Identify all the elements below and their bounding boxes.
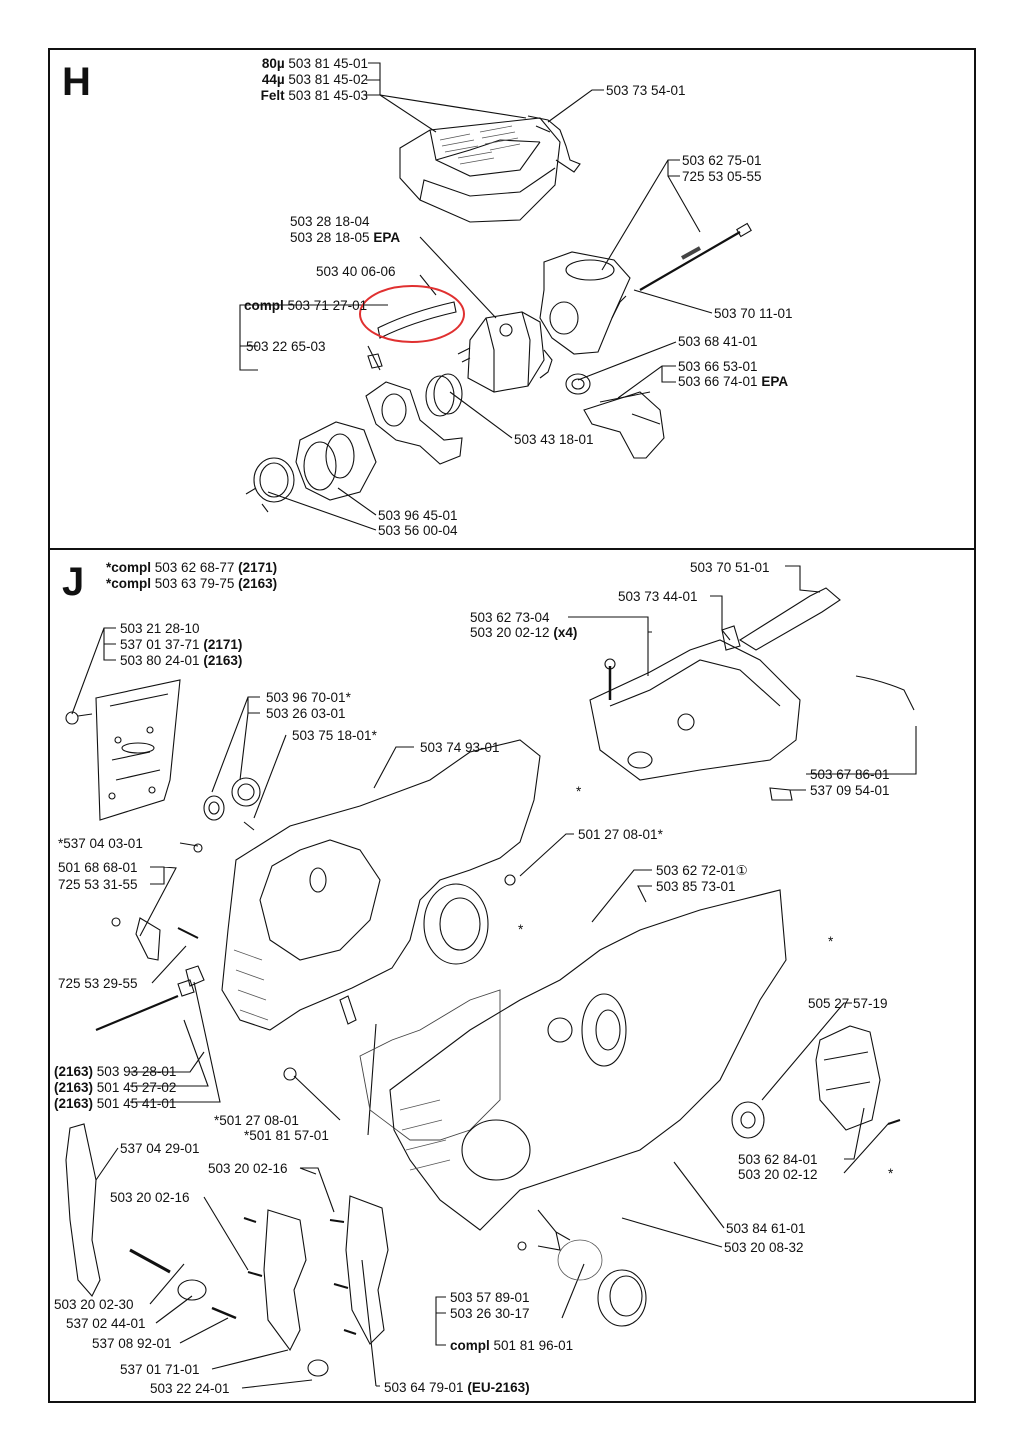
label-j22: 725 53 29-55 — [58, 976, 138, 991]
section-h-frame — [48, 48, 976, 550]
label-j4: 503 73 44-01 — [618, 589, 698, 604]
label-j40: 537 02 44-01 — [66, 1316, 146, 1331]
label-j2: *compl 503 63 79-75 (2163) — [106, 576, 278, 591]
label-j13: 503 74 93-01 — [420, 740, 500, 755]
label-h14: 503 66 53-01 — [678, 359, 758, 374]
label-j29: 537 04 29-01 — [120, 1141, 200, 1156]
label-j10: 503 96 70-01* — [266, 690, 351, 705]
label-h2: 44µ 503 81 45-02 — [261, 72, 368, 87]
asterisk-3: * — [828, 934, 834, 949]
highlight-circle — [359, 285, 465, 343]
label-j35: 503 20 08-32 — [724, 1240, 804, 1255]
label-j20: 503 62 72-01① — [656, 863, 748, 878]
label-j44: 503 64 79-01 (EU-2163) — [384, 1380, 530, 1395]
asterisk-2: * — [518, 922, 524, 937]
label-h5: 503 62 75-01 — [682, 153, 762, 168]
label-j19: 725 53 31-55 — [58, 877, 138, 892]
label-j36: 503 57 89-01 — [450, 1290, 530, 1305]
section-h-letter: H — [62, 60, 91, 104]
label-j25: (2163) 501 45 27-02 — [54, 1080, 177, 1095]
label-j42: 537 01 71-01 — [120, 1362, 200, 1377]
label-h1: 80µ 503 81 45-01 — [261, 56, 368, 71]
label-j11: 503 26 03-01 — [266, 706, 346, 721]
label-j18: 501 68 68-01 — [58, 860, 138, 875]
label-j27: *501 27 08-01 — [214, 1113, 299, 1128]
label-j28: *501 81 57-01 — [244, 1128, 329, 1143]
asterisk-4: * — [888, 1166, 894, 1181]
label-j26: (2163) 501 45 41-01 — [54, 1096, 177, 1111]
label-h15: 503 66 74-01 EPA — [678, 374, 789, 389]
label-h8: 503 28 18-05 EPA — [290, 230, 401, 245]
label-h6: 725 53 05-55 — [682, 169, 762, 184]
label-j39: 503 20 02-30 — [54, 1297, 134, 1312]
label-j14: 503 67 86-01 — [810, 767, 890, 782]
label-j1: *compl 503 62 68-77 (2171) — [106, 560, 278, 575]
label-h7: 503 28 18-04 — [290, 214, 370, 229]
label-j23: 505 27 57-19 — [808, 996, 888, 1011]
label-h16: 503 43 18-01 — [514, 432, 594, 447]
label-j34: 503 84 61-01 — [726, 1221, 806, 1236]
label-j38: compl 501 81 96-01 — [450, 1338, 574, 1353]
label-j32: 503 62 84-01 — [738, 1152, 818, 1167]
label-j17: 501 27 08-01* — [578, 827, 663, 842]
label-j24: (2163) 503 93 28-01 — [54, 1064, 177, 1079]
label-j16: *537 04 03-01 — [58, 836, 143, 851]
label-h11: 503 70 11-01 — [714, 306, 793, 321]
section-j-frame — [48, 550, 976, 1403]
label-h13: 503 68 41-01 — [678, 334, 758, 349]
label-j31: 503 20 02-16 — [110, 1190, 190, 1205]
label-h18: 503 56 00-04 — [378, 523, 458, 538]
label-j41: 537 08 92-01 — [92, 1336, 172, 1351]
label-j21: 503 85 73-01 — [656, 879, 736, 894]
label-j8: 537 01 37-71 (2171) — [120, 637, 243, 652]
label-h3: Felt 503 81 45-03 — [260, 88, 368, 103]
label-h9: 503 40 06-06 — [316, 264, 396, 279]
section-j-letter: J — [62, 560, 85, 604]
label-j33: 503 20 02-12 — [738, 1167, 818, 1182]
label-j43: 503 22 24-01 — [150, 1381, 230, 1396]
label-j5: 503 62 73-04 — [470, 610, 550, 625]
asterisk-1: * — [576, 784, 582, 799]
label-h4: 503 73 54-01 — [606, 83, 686, 98]
label-j9: 503 80 24-01 (2163) — [120, 653, 243, 668]
label-j3: 503 70 51-01 — [690, 560, 770, 575]
label-j6: 503 20 02-12 (x4) — [470, 625, 578, 640]
label-h17: 503 96 45-01 — [378, 508, 458, 523]
label-h10: compl 503 71 27-01 — [244, 298, 368, 313]
label-j30: 503 20 02-16 — [208, 1161, 288, 1176]
label-h12: 503 22 65-03 — [246, 339, 326, 354]
label-j12: 503 75 18-01* — [292, 728, 377, 743]
label-j37: 503 26 30-17 — [450, 1306, 530, 1321]
label-j7: 503 21 28-10 — [120, 621, 200, 636]
label-j15: 537 09 54-01 — [810, 783, 890, 798]
